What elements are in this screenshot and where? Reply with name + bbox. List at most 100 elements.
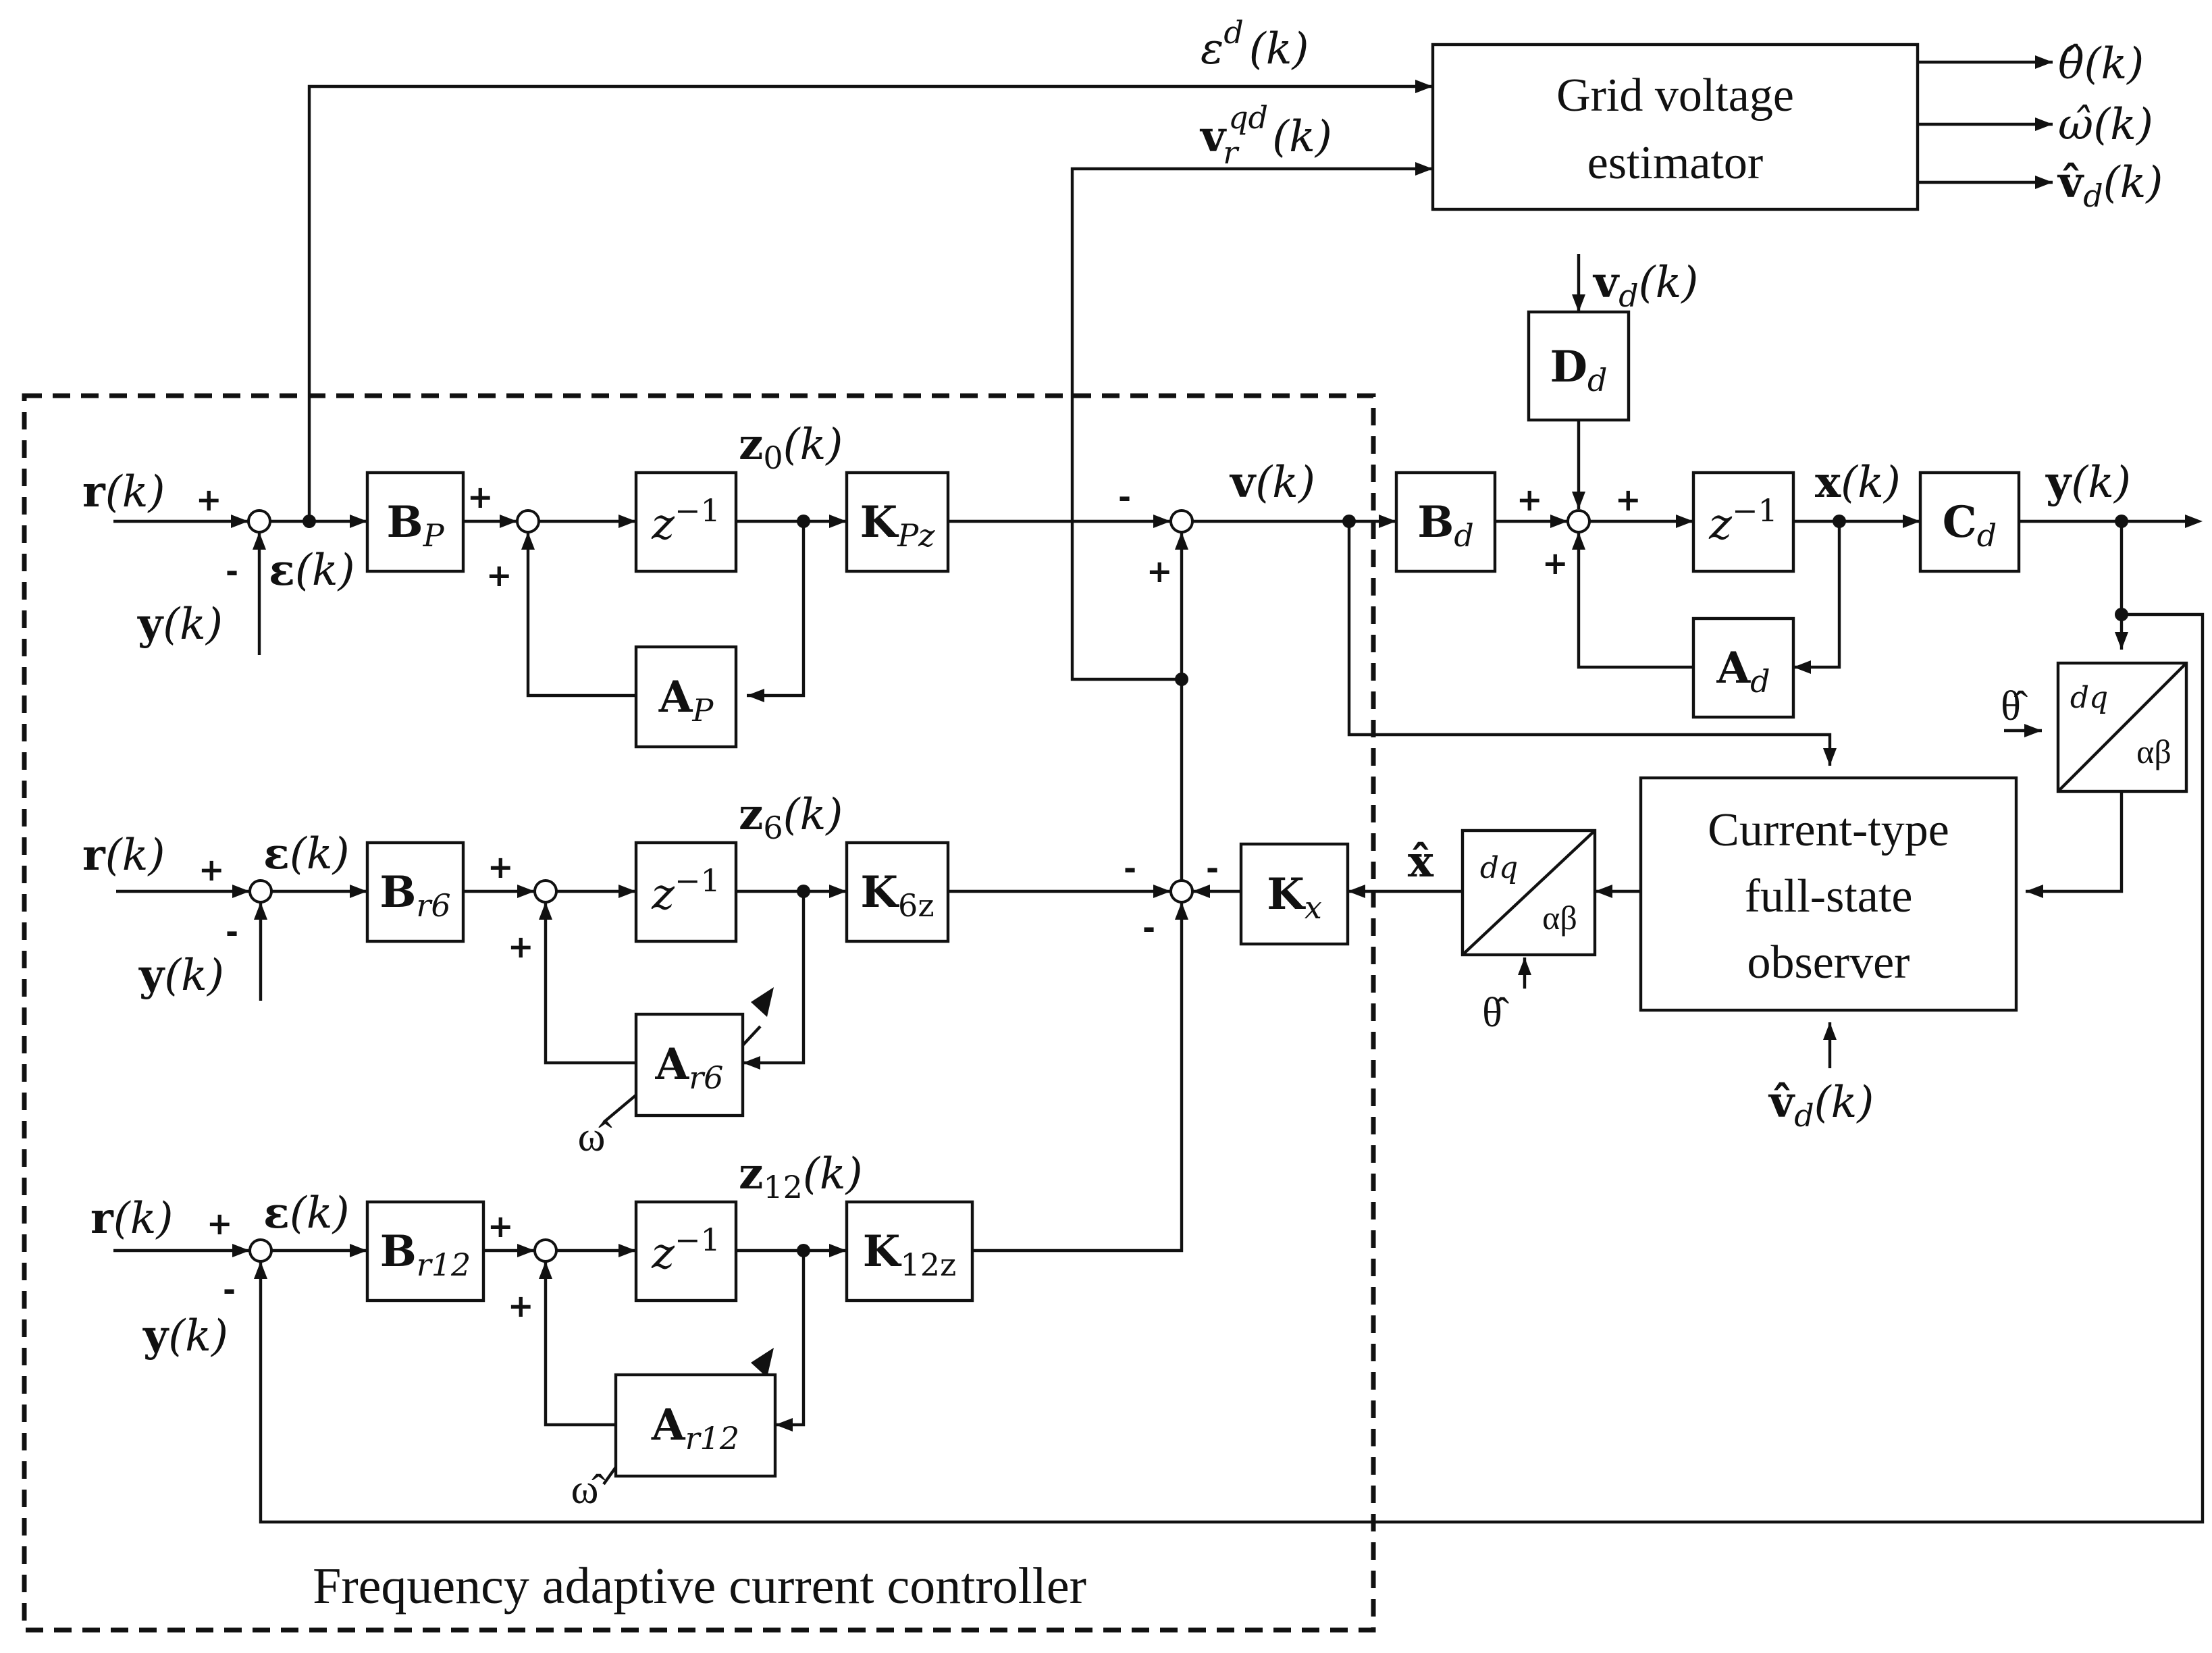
arrow-kx-sum xyxy=(1192,885,1210,898)
block-kpz-sym: K xyxy=(860,497,899,548)
junctions xyxy=(302,515,2128,1257)
arrow-fb-ap xyxy=(747,689,764,702)
signal-labels: r(k) + - y(k) ε(k) + + z0(k) - + v(k) - … xyxy=(82,14,2163,1513)
svg-text:Ar6: Ar6 xyxy=(655,1039,724,1096)
sum-output-k xyxy=(1169,879,1194,903)
svg-text:z−1: z−1 xyxy=(651,862,720,920)
label-v: v(k) xyxy=(1229,457,1315,508)
block-kpz xyxy=(845,471,950,573)
block-kx-sym: K xyxy=(1267,869,1306,920)
delay-p xyxy=(634,471,738,573)
transform-bottom-dq: dq xyxy=(1480,851,1518,885)
junction-z12 xyxy=(797,1244,810,1257)
summing-junctions xyxy=(247,509,1591,1263)
theta-hat-bottom: θ̂ xyxy=(1482,990,1509,1036)
arrow-xhat-kx xyxy=(1348,885,1365,898)
sign-minus-y-p: - xyxy=(226,553,238,589)
label-y-out: y(k) xyxy=(2045,457,2131,508)
block-dd xyxy=(1527,310,1631,422)
label-y-p: y(k) xyxy=(137,599,223,650)
label-vd-hat-out: v̂d(k) xyxy=(2057,157,2163,214)
block-bp-sym: B xyxy=(386,497,423,548)
label-y-12: y(k) xyxy=(142,1311,228,1361)
delay-d-base: z xyxy=(1708,500,1733,550)
arrow-fb-a12 xyxy=(775,1418,793,1432)
block-kx-sub: x xyxy=(1305,889,1322,926)
arrow-fb-ad xyxy=(1793,660,1811,674)
sign-plus-r-12: + xyxy=(207,1205,233,1242)
delay-6-base: z xyxy=(651,870,675,920)
junction-eps xyxy=(302,515,316,528)
sign-minus-y-6: - xyxy=(226,914,238,950)
svg-text:BP: BP xyxy=(386,497,444,554)
svg-text:Br6: Br6 xyxy=(379,867,450,924)
block-ar12-sym: A xyxy=(651,1400,686,1450)
block-br12-sym: B xyxy=(380,1226,417,1277)
wire-fb-a6 xyxy=(743,891,806,1065)
svg-text:KPz: KPz xyxy=(860,497,936,554)
wire-fb-ap xyxy=(747,521,806,698)
sum-state-6 xyxy=(533,879,558,903)
block-ad-sub: d xyxy=(1750,663,1770,700)
arrowheads xyxy=(231,55,2203,1432)
junction-y xyxy=(2115,515,2128,528)
arrow-delay-k6 xyxy=(829,885,847,898)
delay-p-exp: −1 xyxy=(675,492,720,529)
arrow-eps-estimator xyxy=(1415,80,1433,93)
svg-text:K6z: K6z xyxy=(860,867,934,924)
omega-line-6 xyxy=(602,1093,639,1124)
wire-y-feedback xyxy=(259,612,2205,1524)
svg-text:Cd: Cd xyxy=(1943,497,1997,554)
wire-fb-a12 xyxy=(775,1251,806,1427)
sign-plus-dd: + xyxy=(1615,481,1641,518)
observer-line3: observer xyxy=(1747,937,1910,989)
block-kpz-sub: Pz xyxy=(897,517,935,554)
sign-plus-ad: + xyxy=(1542,545,1569,581)
sum-state-12 xyxy=(533,1238,558,1263)
arrow-omega-out xyxy=(2035,117,2053,131)
sum-plant xyxy=(1566,509,1591,533)
label-omega-hat-out: ω̂(k) xyxy=(2058,100,2153,150)
arrow-dd-sum xyxy=(1572,492,1585,509)
sum-error-p xyxy=(247,509,271,533)
controller-title: Frequency adaptive current controller xyxy=(313,1558,1086,1615)
delay-d-exp: −1 xyxy=(1732,492,1778,529)
block-ar6 xyxy=(634,1012,745,1118)
label-z12: z12(k) xyxy=(739,1149,863,1205)
sign-plus-r-6: + xyxy=(199,851,225,888)
arrow-delay-cd xyxy=(1903,515,1920,528)
delay-6-exp: −1 xyxy=(675,862,720,899)
sign-minus-k12: - xyxy=(1142,910,1155,946)
arrow-bp-sum xyxy=(500,515,517,528)
arrow-delay-kp xyxy=(829,515,847,528)
block-dd-sub: d xyxy=(1587,362,1607,398)
block-bd xyxy=(1394,471,1497,573)
delay-12-exp: −1 xyxy=(675,1222,720,1258)
svg-text:Dd: Dd xyxy=(1550,342,1608,398)
wire-fb-ad xyxy=(1793,521,1841,669)
arrow-theta-out xyxy=(2035,55,2053,69)
block-ar6-sub: r6 xyxy=(689,1059,723,1096)
arrow-y-12 xyxy=(254,1261,267,1279)
block-br6-sym: B xyxy=(379,867,416,918)
arrow-k6-sum xyxy=(1153,885,1171,898)
arrow-sum-sum xyxy=(1175,532,1188,550)
block-bp-sub: P xyxy=(423,517,445,554)
label-eps-p: ε(k) xyxy=(269,545,355,596)
sign-plus-a12: + xyxy=(508,1288,534,1324)
label-vd-hat-in: v̂d(k) xyxy=(1768,1077,1874,1134)
full-state-observer xyxy=(1639,776,2018,1012)
arrow-observer-transform xyxy=(1595,885,1612,898)
arrow-adapt-12 xyxy=(751,1348,774,1378)
junction-y-fb xyxy=(2115,608,2128,621)
transform-top-diagonal xyxy=(2057,662,2188,793)
label-y-6: y(k) xyxy=(138,950,224,1001)
arrow-a12-sum xyxy=(539,1261,552,1279)
junction-z0 xyxy=(797,515,810,528)
svg-text:Ad: Ad xyxy=(1716,643,1770,700)
block-k12z-sym: K xyxy=(863,1226,902,1277)
wire-ad-sum xyxy=(1577,532,1693,669)
block-ad-sym: A xyxy=(1716,643,1751,693)
sign-plus-ap: + xyxy=(486,557,512,594)
